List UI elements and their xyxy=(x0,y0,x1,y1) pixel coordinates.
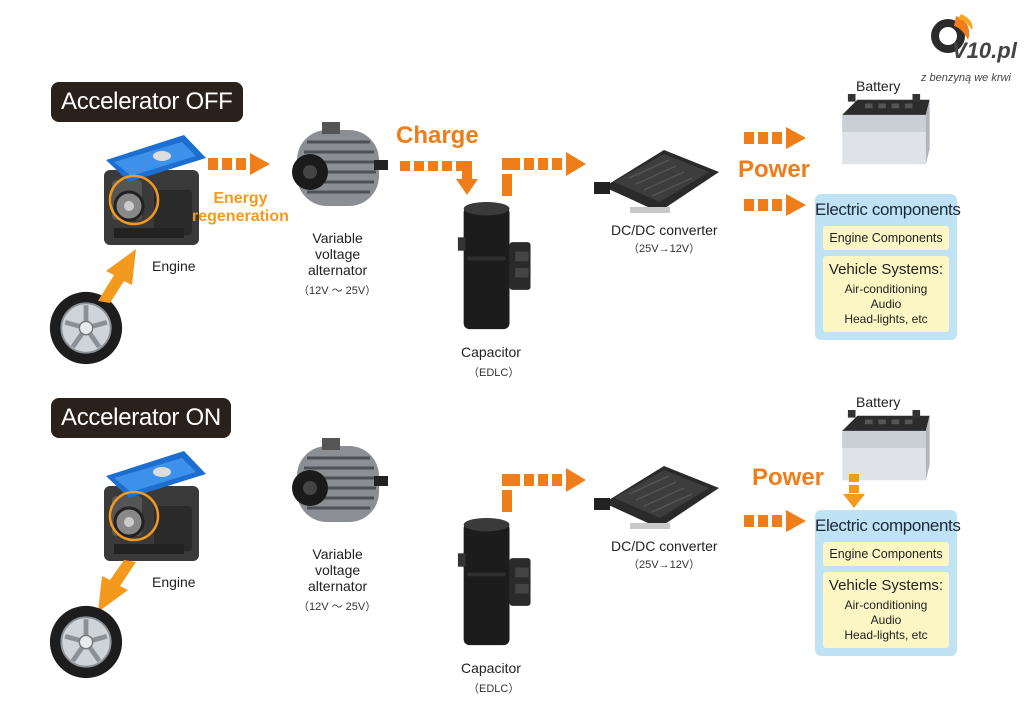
battery-to-components-arrow xyxy=(843,474,865,508)
energy-regeneration-label: Energy regeneration xyxy=(192,190,289,226)
charge-arrow xyxy=(400,161,478,195)
vehicle-system-1: Air-conditioning xyxy=(844,282,928,296)
electric-components-title: Electric components xyxy=(815,200,961,219)
energy-line-1: Energy xyxy=(213,190,268,207)
power-arrow-to-components xyxy=(744,510,806,532)
vehicle-systems-item: Vehicle Systems: Air-conditioning Audio … xyxy=(823,256,949,332)
accelerator-off-badge: Accelerator OFF xyxy=(51,82,243,122)
alternator-icon xyxy=(282,112,392,222)
converter-label: DC/DC converter xyxy=(611,538,718,554)
alternator-label: Variable voltage alternator xyxy=(308,230,367,278)
wheel-icon xyxy=(48,604,124,680)
energy-line-2: regeneration xyxy=(192,208,289,225)
logo-tagline: z benzyną we krwi xyxy=(921,72,1011,84)
vehicle-systems-title: Vehicle Systems: xyxy=(828,261,944,278)
alternator-range: （12V ～ 25V） xyxy=(298,285,377,297)
alternator-line-2: voltage xyxy=(315,562,361,578)
capacitor-to-converter-arrow xyxy=(502,468,586,512)
capacitor-sub: （EDLC） xyxy=(468,367,520,379)
engine-icon xyxy=(84,446,214,576)
capacitor-label: Capacitor xyxy=(461,344,521,360)
battery-label: Battery xyxy=(856,78,901,94)
engine-to-wheel-arrow xyxy=(98,560,136,612)
vehicle-systems-title: Vehicle Systems: xyxy=(828,577,944,594)
electric-components-title: Electric components xyxy=(815,516,961,535)
power-arrow-to-battery xyxy=(744,127,806,149)
energy-arrow xyxy=(208,153,270,175)
power-label: Power xyxy=(738,156,811,183)
vehicle-system-2: Audio xyxy=(870,297,902,311)
dcdc-converter-icon xyxy=(594,448,724,538)
capacitor-icon xyxy=(456,196,542,336)
charge-label: Charge xyxy=(396,122,479,149)
battery-icon xyxy=(836,94,932,170)
alternator-range: （12V ～ 25V） xyxy=(298,601,377,613)
power-arrow-to-components xyxy=(744,194,806,216)
alternator-line-3: alternator xyxy=(308,578,368,594)
dcdc-converter-icon xyxy=(594,132,724,222)
alternator-line-1: Variable xyxy=(312,230,363,246)
capacitor-label: Capacitor xyxy=(461,660,521,676)
alternator-line-3: alternator xyxy=(308,262,368,278)
battery-label: Battery xyxy=(856,394,901,410)
engine-components-item: Engine Components xyxy=(823,226,949,250)
engine-label: Engine xyxy=(152,574,196,590)
vehicle-system-1: Air-conditioning xyxy=(844,598,928,612)
converter-sub: （25V→12V） xyxy=(628,559,701,571)
alternator-line-2: voltage xyxy=(315,246,361,262)
accelerator-on-badge: Accelerator ON xyxy=(51,398,231,438)
alternator-label: Variable voltage alternator xyxy=(308,546,367,594)
power-label: Power xyxy=(752,464,825,491)
capacitor-to-converter-arrow xyxy=(502,152,586,196)
engine-components-item: Engine Components xyxy=(823,542,949,566)
alternator-line-1: Variable xyxy=(312,546,363,562)
vehicle-system-3: Head-lights, etc xyxy=(844,312,928,326)
vehicle-system-3: Head-lights, etc xyxy=(844,628,928,642)
electric-components-box: Electric components Engine Components Ve… xyxy=(815,194,961,340)
vehicle-system-2: Audio xyxy=(870,613,902,627)
capacitor-icon xyxy=(456,512,542,652)
converter-sub: （25V→12V） xyxy=(628,243,701,255)
logo-text: V10.pl xyxy=(952,38,1017,63)
engine-label: Engine xyxy=(152,258,196,274)
capacitor-sub: （EDLC） xyxy=(468,683,520,695)
logo-flame-icon xyxy=(931,14,973,53)
wheel-to-engine-arrow xyxy=(98,249,136,303)
converter-label: DC/DC converter xyxy=(611,222,718,238)
electric-components-box: Electric components Engine Components Ve… xyxy=(815,510,961,656)
vehicle-systems-item: Vehicle Systems: Air-conditioning Audio … xyxy=(823,572,949,648)
alternator-icon xyxy=(282,428,392,538)
